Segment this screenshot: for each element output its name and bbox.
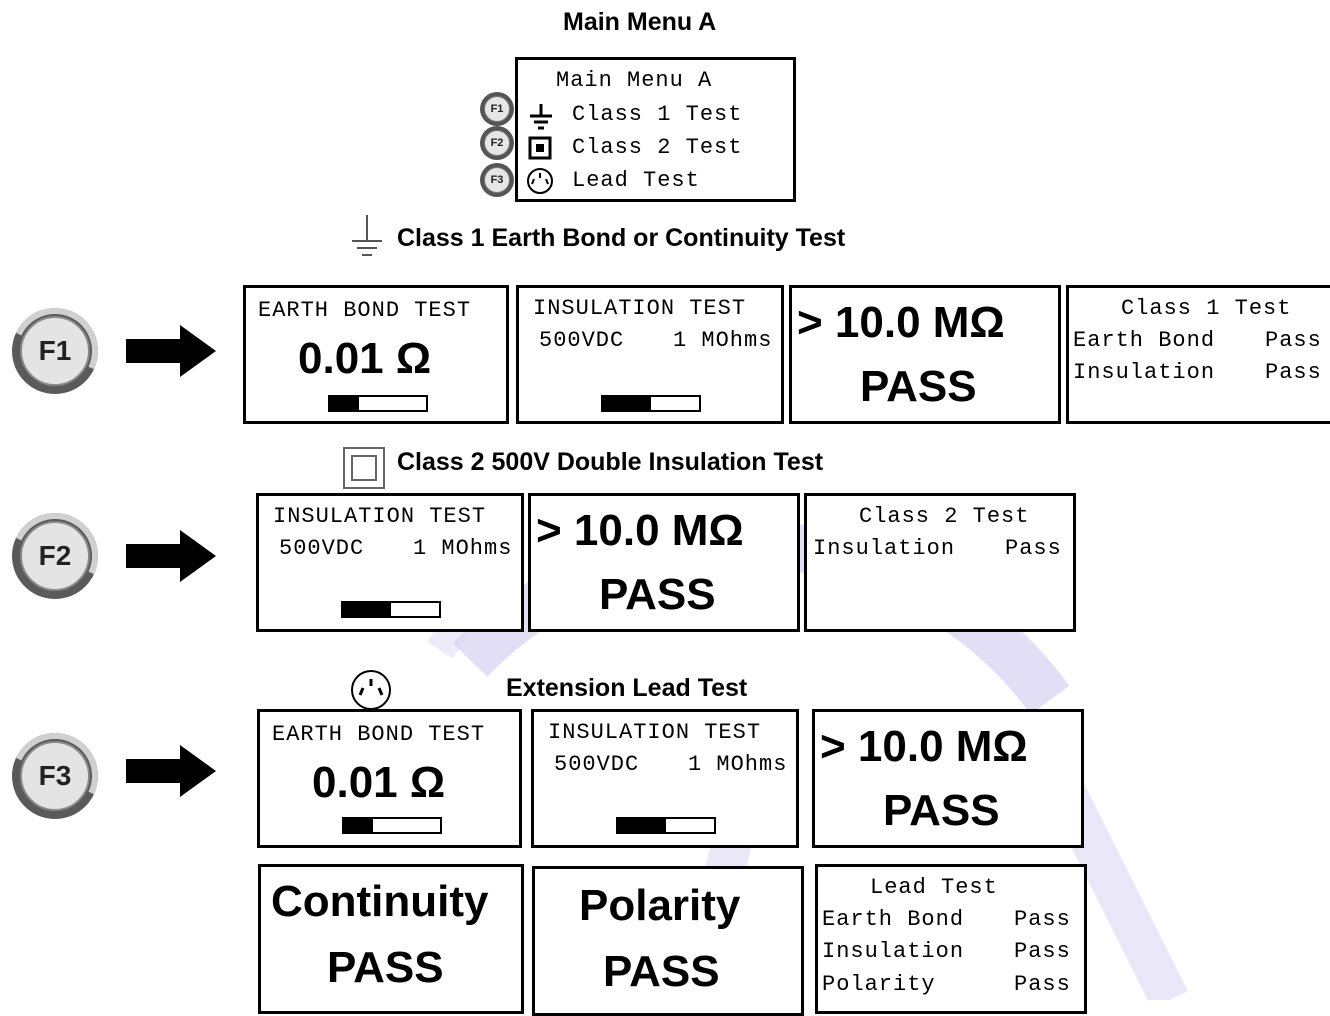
progress-bar [616,817,716,834]
pass-status: PASS [599,570,716,619]
summary-row-label: Earth Bond [822,907,965,932]
summary-row-result: Pass [1014,939,1071,964]
summary-row-result: Pass [1014,907,1071,932]
test-voltage: 500VDC [539,328,625,353]
lead-polarity-screen: Polarity PASS [532,866,804,1016]
power-socket-icon [527,168,553,194]
polarity-title: Polarity [579,881,741,930]
summary-row-result: Pass [1014,972,1071,997]
screen-title: INSULATION TEST [273,504,487,529]
class2-result-screen: > 10.0 MΩ PASS [528,493,800,632]
summary-row-label: Insulation [1073,360,1216,385]
f3-key[interactable]: F3 [0,720,111,832]
summary-title: Class 2 Test [859,504,1030,529]
class1-insulation-screen: INSULATION TEST 500VDC 1 MOhms [516,285,784,424]
test-voltage: 500VDC [554,752,640,777]
progress-bar [342,817,442,834]
double-insulation-icon [343,447,385,489]
power-socket-icon [351,670,391,710]
insulation-result-value: > 10.0 MΩ [820,722,1028,771]
f3-small-key[interactable]: F3 [480,163,514,197]
lead-result-screen: > 10.0 MΩ PASS [812,709,1084,848]
class1-summary-screen: Class 1 Test Earth Bond Pass Insulation … [1066,285,1330,424]
arrow-right-icon [126,745,216,797]
earth-bond-value: 0.01 Ω [298,334,432,383]
screen-title: INSULATION TEST [533,296,747,321]
screen-title: EARTH BOND TEST [258,298,472,323]
f1-small-key[interactable]: F1 [480,92,514,126]
summary-row-result: Pass [1265,360,1322,385]
f2-key-label: F2 [20,521,90,591]
summary-title: Class 1 Test [1121,296,1292,321]
summary-title: Lead Test [870,875,998,900]
f1-key[interactable]: F1 [0,295,111,407]
progress-bar [328,395,428,412]
f2-small-key[interactable]: F2 [480,126,514,160]
summary-row-label: Earth Bond [1073,328,1216,353]
insulation-result-value: > 10.0 MΩ [536,506,744,555]
class1-result-screen: > 10.0 MΩ PASS [789,285,1061,424]
main-menu-header: Main Menu A [556,68,713,93]
arrow-right-icon [126,530,216,582]
earth-ground-icon [530,104,552,130]
earth-ground-icon [352,215,382,256]
earth-bond-value: 0.01 Ω [312,758,446,807]
class1-heading: Class 1 Earth Bond or Continuity Test [397,224,846,252]
double-insulation-icon [528,136,552,160]
insulation-result-value: > 10.0 MΩ [797,298,1005,347]
summary-row-result: Pass [1265,328,1322,353]
test-limit: 1 MOhms [413,536,513,561]
continuity-title: Continuity [271,877,489,926]
continuity-status: PASS [327,943,444,992]
test-limit: 1 MOhms [688,752,788,777]
pass-status: PASS [860,362,977,411]
summary-row-label: Insulation [813,536,956,561]
lead-continuity-screen: Continuity PASS [258,864,524,1014]
class2-insulation-screen: INSULATION TEST 500VDC 1 MOhms [256,493,524,632]
class2-summary-screen: Class 2 Test Insulation Pass [804,493,1076,632]
pass-status: PASS [883,786,1000,835]
f2-key[interactable]: F2 [0,500,111,612]
polarity-status: PASS [603,947,720,996]
main-menu-screen: Main Menu A Class 1 Test Class 2 Test Le… [515,57,796,202]
summary-row-label: Insulation [822,939,965,964]
lead-earth-bond-screen: EARTH BOND TEST 0.01 Ω [257,709,522,848]
screen-title: INSULATION TEST [548,720,762,745]
test-limit: 1 MOhms [673,328,773,353]
screen-title: EARTH BOND TEST [272,722,486,747]
page-title: Main Menu A [563,8,717,36]
lead-summary-screen: Lead Test Earth Bond Pass Insulation Pas… [815,864,1087,1014]
progress-bar [601,395,701,412]
arrow-right-icon [126,325,216,377]
menu-item-class1-label[interactable]: Class 1 Test [572,102,743,127]
menu-item-class2-label[interactable]: Class 2 Test [572,135,743,160]
f1-key-label: F1 [20,316,90,386]
test-voltage: 500VDC [279,536,365,561]
lead-heading: Extension Lead Test [506,674,748,702]
f3-key-label: F3 [20,741,90,811]
lead-insulation-screen: INSULATION TEST 500VDC 1 MOhms [531,709,799,848]
summary-row-result: Pass [1005,536,1062,561]
summary-row-label: Polarity [822,972,936,997]
progress-bar [341,601,441,618]
class1-earth-bond-screen: EARTH BOND TEST 0.01 Ω [243,285,509,424]
menu-item-lead-label[interactable]: Lead Test [572,168,700,193]
class2-heading: Class 2 500V Double Insulation Test [397,448,824,476]
